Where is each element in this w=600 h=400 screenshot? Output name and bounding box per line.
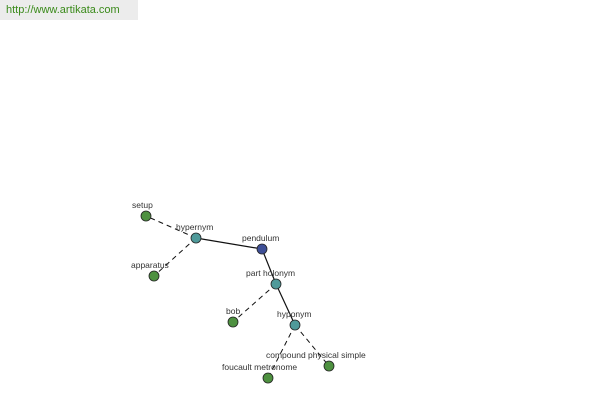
graph-labels: pendulum hypernym setup apparatus part h…: [131, 200, 366, 372]
url-text[interactable]: http://www.artikata.com: [6, 4, 120, 16]
edge-hypernym-setup: [145, 215, 197, 239]
node-hyponym[interactable]: [289, 319, 301, 331]
node-part-holonym[interactable]: [270, 278, 282, 290]
edge-hyponym-foucault-metronome: [267, 324, 296, 379]
edge-pendulum-part-holonym: [261, 248, 277, 285]
edge-hypernym-apparatus: [153, 237, 197, 277]
node-apparatus[interactable]: [148, 270, 160, 282]
label-part-holonym: part holonym: [246, 268, 295, 278]
label-foucault-metronome: foucault metronome: [222, 362, 297, 372]
label-setup: setup: [132, 200, 153, 210]
label-pendulum: pendulum: [242, 233, 279, 243]
edge-part-holonym-hyponym: [275, 283, 296, 326]
node-hypernym[interactable]: [190, 232, 202, 244]
label-hypernym: hypernym: [176, 222, 213, 232]
label-compound-physical-simple: compound physical simple: [266, 350, 366, 360]
graph-edges: [145, 215, 330, 379]
graph-nodes: [140, 210, 335, 384]
label-hyponym: hyponym: [277, 309, 312, 319]
node-setup[interactable]: [140, 210, 152, 222]
node-bob[interactable]: [227, 316, 239, 328]
url-bar[interactable]: http://www.artikata.com: [0, 0, 138, 20]
label-apparatus: apparatus: [131, 260, 169, 270]
node-pendulum[interactable]: [256, 243, 268, 255]
edge-part-holonym-bob: [232, 283, 277, 323]
node-foucault-metronome[interactable]: [262, 372, 274, 384]
edge-pendulum-hypernym: [195, 237, 263, 250]
label-bob: bob: [226, 306, 240, 316]
node-compound-physical-simple[interactable]: [323, 360, 335, 372]
